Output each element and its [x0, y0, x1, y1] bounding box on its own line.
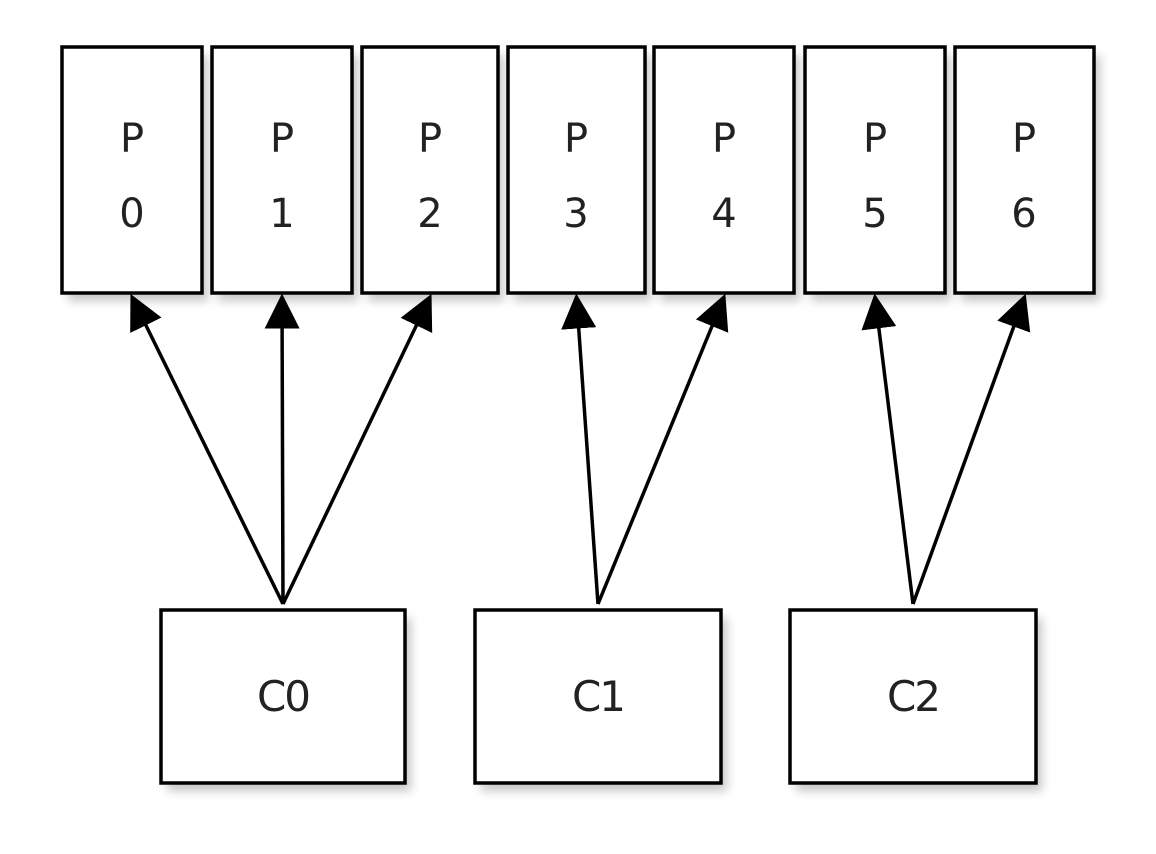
assignment-arrow-c2-p5 [861, 293, 915, 605]
partition-label-line2: 5 [862, 191, 887, 237]
partition-label-line1: P [863, 116, 887, 162]
assignment-arrow-c2-p6 [911, 293, 1031, 605]
consumer-rect [473, 608, 723, 785]
consumer-label: C1 [572, 672, 624, 721]
partition-label-line1: P [712, 116, 736, 162]
partition-label-line1: P [418, 116, 442, 162]
partition-label-line2: 1 [269, 191, 294, 237]
consumer-rect [788, 608, 1038, 785]
partition-box-p1: P 1 [210, 45, 354, 295]
partition-label-line2: 2 [417, 191, 442, 237]
partition-box-p6: P 6 [953, 45, 1096, 295]
consumer-label: C2 [887, 672, 939, 721]
partition-label-line2: 0 [119, 191, 144, 237]
partition-box-p4: P 4 [652, 45, 796, 295]
partition-label-line2: 3 [563, 191, 588, 237]
partition-label-line2: 6 [1011, 191, 1036, 237]
partition-box-p0: P 0 [60, 45, 204, 295]
partition-rect [60, 45, 204, 295]
partition-rect [360, 45, 500, 295]
arrow-layer [130, 293, 1031, 605]
partition-label-line1: P [270, 116, 294, 162]
partition-rect [652, 45, 796, 295]
partition-rect [210, 45, 354, 295]
partition-box-p2: P 2 [360, 45, 500, 295]
partition-rect [953, 45, 1096, 295]
consumer-box-c2: C2 [788, 608, 1038, 785]
partition-rect [803, 45, 947, 295]
assignment-arrow-c1-p3 [561, 293, 600, 605]
assignment-arrow-c1-p4 [596, 293, 729, 605]
assignment-arrow-c0-p1 [264, 293, 300, 605]
consumer-box-c1: C1 [473, 608, 723, 785]
partition-box-p3: P 3 [506, 45, 647, 295]
partition-label-line2: 4 [711, 191, 736, 237]
partition-label-line1: P [120, 116, 144, 162]
assignment-arrow-c0-p2 [281, 293, 433, 605]
consumer-label: C0 [257, 672, 309, 721]
partition-layer: P 0 P 1 P 2 P 3 P 4 P 5 P [60, 45, 1096, 295]
assignment-arrow-c0-p0 [130, 293, 285, 605]
consumer-layer: C0 C1 C2 [159, 608, 1038, 785]
partition-rect [506, 45, 647, 295]
consumer-rect [159, 608, 407, 785]
partition-label-line1: P [564, 116, 588, 162]
consumer-box-c0: C0 [159, 608, 407, 785]
partition-box-p5: P 5 [803, 45, 947, 295]
partition-label-line1: P [1012, 116, 1036, 162]
